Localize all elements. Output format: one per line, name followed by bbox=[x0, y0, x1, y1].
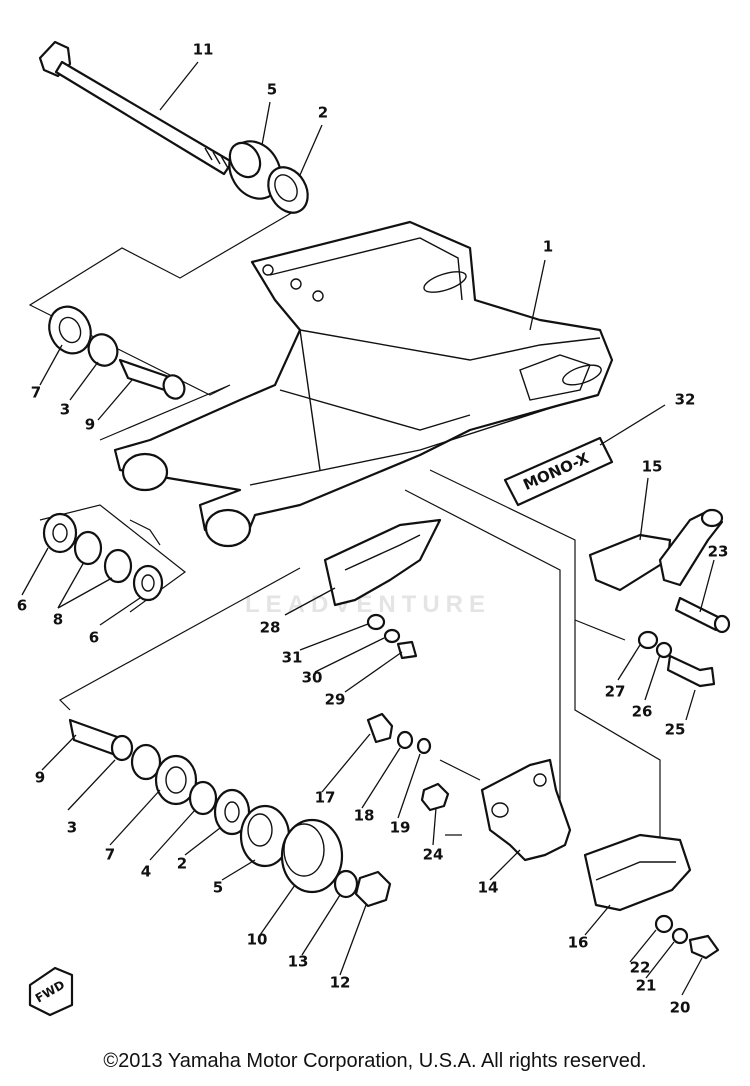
mono-x-badge: MONO-X bbox=[503, 436, 614, 507]
callout-31: 31 bbox=[282, 649, 303, 667]
shock-link-bracket bbox=[588, 508, 731, 634]
callout-32: 32 bbox=[675, 391, 696, 409]
lower-bushings bbox=[68, 718, 392, 908]
chain-guard bbox=[323, 518, 442, 607]
callout-2-upper: 2 bbox=[318, 104, 328, 122]
swing-arm-frame bbox=[113, 220, 614, 548]
callout-3-upper: 3 bbox=[60, 401, 70, 419]
forward-direction-arrow: FWD bbox=[28, 966, 74, 1017]
bracket-hardware bbox=[637, 630, 716, 688]
callout-11: 11 bbox=[193, 41, 214, 59]
callout-27: 27 bbox=[605, 683, 626, 701]
callout-22: 22 bbox=[630, 959, 651, 977]
callout-7-upper: 7 bbox=[31, 384, 41, 402]
callout-25: 25 bbox=[665, 721, 686, 739]
callout-18: 18 bbox=[354, 807, 375, 825]
callout-26: 26 bbox=[632, 703, 653, 721]
callout-21: 21 bbox=[636, 977, 657, 995]
callout-6-right: 6 bbox=[89, 629, 99, 647]
callout-17: 17 bbox=[315, 789, 336, 807]
chain-guard-hardware bbox=[366, 613, 418, 660]
callout-4: 4 bbox=[141, 863, 151, 881]
watermark: LEADVENTURE bbox=[245, 591, 491, 618]
callout-10: 10 bbox=[247, 931, 268, 949]
callout-20: 20 bbox=[670, 999, 691, 1017]
callout-1: 1 bbox=[543, 238, 553, 256]
callout-8: 8 bbox=[53, 611, 63, 629]
upper-left-bushings bbox=[48, 305, 186, 400]
upper-oil-seal bbox=[267, 166, 309, 214]
callout-6-left: 6 bbox=[17, 597, 27, 615]
callout-13: 13 bbox=[288, 953, 309, 971]
lower-link bbox=[480, 758, 572, 862]
callout-16: 16 bbox=[568, 934, 589, 952]
callout-30: 30 bbox=[302, 669, 323, 687]
link-hardware bbox=[366, 712, 450, 812]
callout-12: 12 bbox=[330, 974, 351, 992]
callout-7-lower: 7 bbox=[105, 846, 115, 864]
callout-28: 28 bbox=[260, 619, 281, 637]
callout-2-lower: 2 bbox=[177, 855, 187, 873]
callout-15: 15 bbox=[642, 458, 663, 476]
callout-5-upper: 5 bbox=[267, 81, 277, 99]
callout-3-lower: 3 bbox=[67, 819, 77, 837]
callout-24: 24 bbox=[423, 846, 444, 864]
callout-9-lower: 9 bbox=[35, 769, 45, 787]
lower-guard bbox=[583, 833, 692, 912]
callout-labels: 11 5 2 1 7 3 9 32 15 6 8 6 23 28 31 30 2… bbox=[17, 41, 729, 1017]
guard-hardware bbox=[654, 914, 720, 960]
callout-14: 14 bbox=[478, 879, 499, 897]
upper-collar bbox=[228, 140, 282, 200]
callout-9-upper: 9 bbox=[85, 416, 95, 434]
pivot-axle-bolt bbox=[38, 40, 234, 176]
callout-5-lower: 5 bbox=[213, 879, 223, 897]
callout-19: 19 bbox=[390, 819, 411, 837]
callout-leaders bbox=[21, 61, 715, 996]
assembly-dashed-lines bbox=[28, 204, 661, 880]
callout-29: 29 bbox=[325, 691, 346, 709]
middle-left-bearings bbox=[42, 512, 164, 602]
callout-23: 23 bbox=[708, 543, 729, 561]
copyright-notice: ©2013 Yamaha Motor Corporation, U.S.A. A… bbox=[103, 1050, 647, 1072]
